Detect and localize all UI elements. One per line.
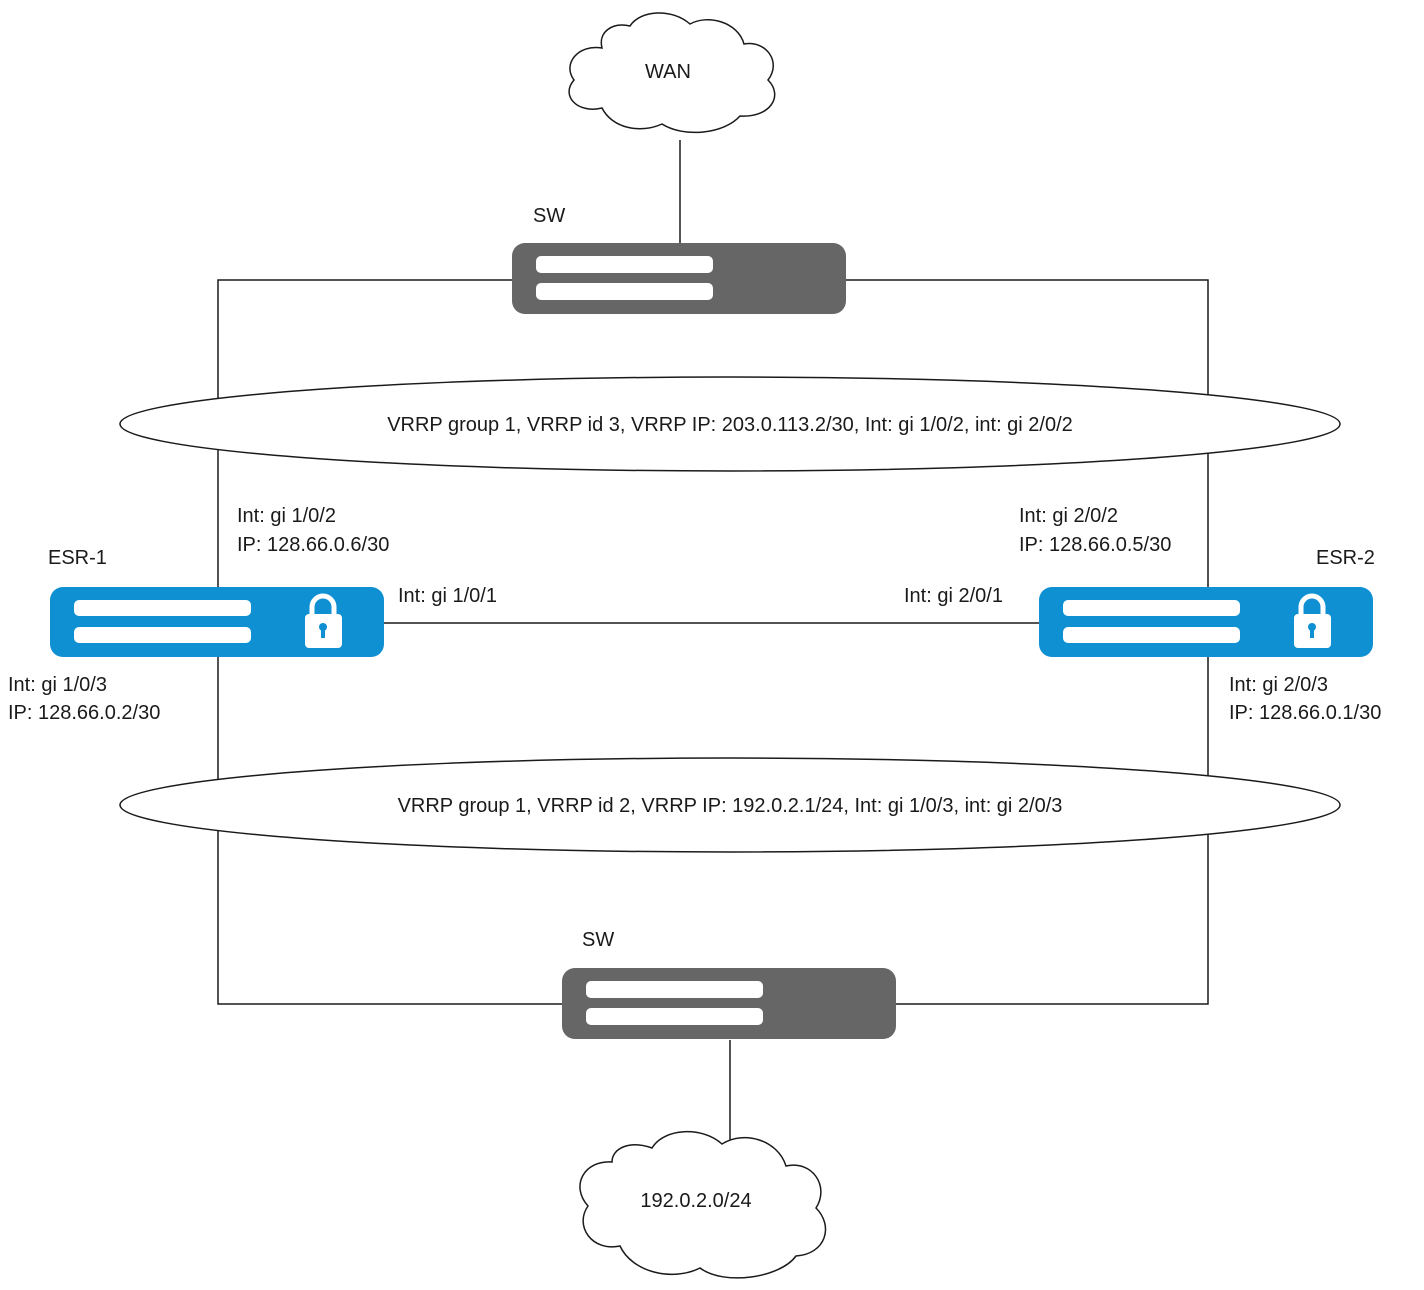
vrrp-lower-group: VRRP group 1, VRRP id 2, VRRP IP: 192.0.…	[119, 757, 1341, 853]
wan-cloud: WAN	[568, 12, 776, 134]
network-switch-icon	[512, 243, 846, 314]
lock-icon	[1294, 593, 1331, 648]
esr1-wan-ip: IP: 128.66.0.6/30	[237, 534, 389, 556]
vrrp-upper-ellipse	[119, 376, 1341, 472]
network-switch-icon	[562, 968, 896, 1039]
lan-cloud: 192.0.2.0/24	[579, 1131, 827, 1279]
esr2-link-int: Int: gi 2/0/1	[904, 585, 1003, 607]
esr1-wan-int: Int: gi 1/0/2	[237, 505, 336, 527]
vrrp-upper-label: VRRP group 1, VRRP id 3, VRRP IP: 203.0.…	[387, 414, 1073, 436]
bottom-switch: SW	[562, 929, 896, 1039]
wan-label: WAN	[645, 61, 691, 83]
secure-router-icon	[1039, 587, 1373, 657]
esr1-lan-ip: IP: 128.66.0.2/30	[8, 702, 160, 724]
esr1-lan-int: Int: gi 1/0/3	[8, 674, 107, 696]
vrrp-lower-label: VRRP group 1, VRRP id 2, VRRP IP: 192.0.…	[398, 795, 1063, 817]
top-switch: SW	[512, 205, 846, 314]
esr2-label: ESR-2	[1316, 547, 1375, 569]
esr1-label: ESR-1	[48, 547, 107, 569]
lock-icon	[305, 593, 342, 648]
esr-1: ESR-1 Int: gi 1/0/2 IP: 128.66.0.6/30 In…	[8, 505, 497, 724]
esr2-lan-ip: IP: 128.66.0.1/30	[1229, 702, 1381, 724]
esr1-link-int: Int: gi 1/0/1	[398, 585, 497, 607]
cloud-icon	[568, 12, 776, 134]
top-switch-label: SW	[533, 205, 565, 227]
esr-2: ESR-2 Int: gi 2/0/2 IP: 128.66.0.5/30 In…	[904, 505, 1381, 724]
esr2-wan-ip: IP: 128.66.0.5/30	[1019, 534, 1171, 556]
esr2-lan-int: Int: gi 2/0/3	[1229, 674, 1328, 696]
vrrp-lower-ellipse	[119, 757, 1341, 853]
bottom-switch-label: SW	[582, 929, 614, 951]
secure-router-icon	[50, 587, 384, 657]
cloud-icon	[579, 1131, 827, 1279]
esr2-wan-int: Int: gi 2/0/2	[1019, 505, 1118, 527]
lan-subnet-label: 192.0.2.0/24	[640, 1190, 751, 1212]
vrrp-upper-group: VRRP group 1, VRRP id 3, VRRP IP: 203.0.…	[119, 376, 1341, 472]
